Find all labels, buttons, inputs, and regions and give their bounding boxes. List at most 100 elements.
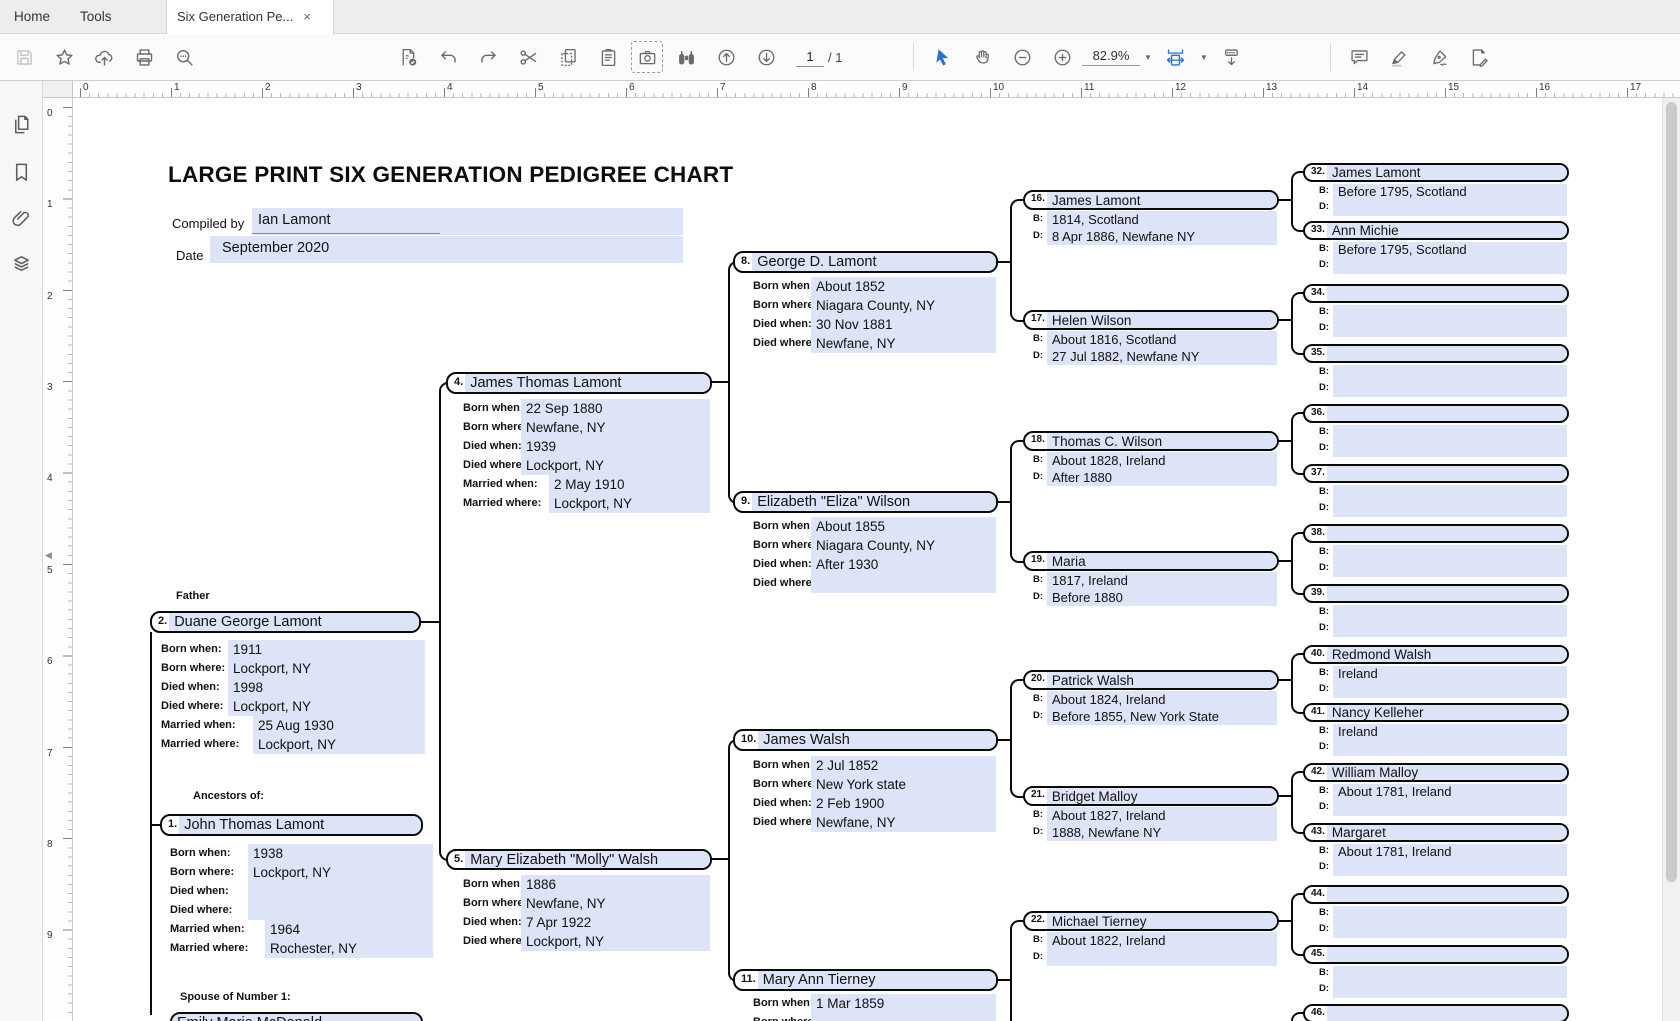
scrollbar-thumb[interactable] bbox=[1666, 102, 1677, 882]
form-field[interactable] bbox=[1333, 605, 1567, 621]
form-field[interactable] bbox=[1333, 485, 1567, 501]
copy-button[interactable] bbox=[551, 40, 585, 74]
form-field[interactable]: Lockport, NY bbox=[521, 932, 710, 951]
paste-button[interactable] bbox=[591, 40, 625, 74]
share-upload-button[interactable] bbox=[87, 40, 121, 74]
hand-tool-button[interactable] bbox=[965, 40, 999, 74]
form-field[interactable] bbox=[1333, 321, 1567, 337]
form-field[interactable]: About 1827, Ireland bbox=[1047, 807, 1277, 824]
form-field[interactable]: About 1855 bbox=[811, 517, 996, 536]
form-field[interactable]: 8 Apr 1886, Newfane NY bbox=[1047, 228, 1277, 245]
highlight-button[interactable] bbox=[1382, 40, 1416, 74]
search-icon[interactable] bbox=[167, 40, 201, 74]
layers-icon[interactable] bbox=[10, 253, 34, 277]
form-field[interactable]: About 1816, Scotland bbox=[1047, 331, 1277, 348]
form-field[interactable]: Before 1795, Scotland bbox=[1333, 242, 1567, 258]
form-field[interactable] bbox=[1333, 982, 1567, 998]
name-field[interactable]: William Malloy bbox=[1327, 765, 1567, 780]
form-field[interactable] bbox=[1047, 949, 1277, 966]
find-binoculars-button[interactable] bbox=[669, 40, 703, 74]
tab-tools[interactable]: Tools bbox=[66, 0, 126, 34]
name-field[interactable]: Nancy Kelleher bbox=[1327, 705, 1567, 720]
sign-pen-button[interactable] bbox=[1422, 40, 1456, 74]
fill-sign-button[interactable] bbox=[1462, 40, 1496, 74]
form-field[interactable]: Lockport, NY bbox=[248, 863, 433, 882]
cut-button[interactable] bbox=[511, 40, 545, 74]
form-field[interactable]: 27 Jul 1882, Newfane NY bbox=[1047, 348, 1277, 365]
page-thumbnails-icon[interactable] bbox=[10, 113, 34, 137]
name-field[interactable]: George D. Lamont bbox=[752, 253, 996, 271]
snapshot-camera-button[interactable] bbox=[631, 41, 663, 73]
form-field[interactable]: New York state bbox=[811, 775, 996, 794]
form-field[interactable] bbox=[1333, 425, 1567, 441]
name-field[interactable]: Bridget Malloy bbox=[1047, 788, 1277, 804]
name-field[interactable] bbox=[1327, 346, 1567, 361]
form-field[interactable]: 22 Sep 1880 bbox=[521, 399, 710, 418]
form-field[interactable] bbox=[1333, 305, 1567, 321]
form-field[interactable]: 7 Apr 1922 bbox=[521, 913, 710, 932]
scrolling-mode-button[interactable] bbox=[1215, 40, 1249, 74]
form-field[interactable]: 2 May 1910 bbox=[549, 475, 710, 494]
name-field[interactable]: Mary Ann Tierney bbox=[758, 971, 996, 989]
form-field[interactable] bbox=[1333, 966, 1567, 982]
name-field[interactable] bbox=[1327, 406, 1567, 421]
form-field[interactable]: About 1852 bbox=[811, 277, 996, 296]
collapse-left-icon[interactable]: ◀ bbox=[45, 550, 52, 561]
form-field[interactable]: 2 Jul 1852 bbox=[811, 756, 996, 775]
name-field[interactable]: Elizabeth "Eliza" Wilson bbox=[752, 493, 996, 511]
form-field[interactable]: Newfane, NY bbox=[521, 418, 710, 437]
form-field[interactable]: Before 1855, New York State bbox=[1047, 708, 1277, 725]
name-field[interactable]: Thomas C. Wilson bbox=[1047, 433, 1277, 449]
select-tool-button[interactable] bbox=[925, 40, 959, 74]
name-field[interactable]: James Lamont bbox=[1327, 165, 1567, 180]
fit-width-button[interactable] bbox=[1159, 40, 1193, 74]
form-field[interactable]: About 1781, Ireland bbox=[1333, 784, 1567, 800]
zoom-level-input[interactable]: 82.9% bbox=[1082, 48, 1140, 66]
form-field[interactable]: About 1828, Ireland bbox=[1047, 452, 1277, 469]
name-field[interactable] bbox=[1327, 466, 1567, 481]
form-field[interactable]: 1964 bbox=[265, 920, 433, 939]
form-field[interactable]: 1939 bbox=[521, 437, 710, 456]
name-field[interactable]: James Lamont bbox=[1047, 192, 1277, 208]
form-field[interactable]: Ireland bbox=[1333, 724, 1567, 740]
star-icon[interactable] bbox=[47, 40, 81, 74]
form-field[interactable]: Before 1880 bbox=[1047, 589, 1277, 606]
form-field[interactable]: Lockport, NY bbox=[521, 456, 710, 475]
chevron-down-icon[interactable]: ▼ bbox=[1144, 53, 1152, 62]
name-field[interactable]: Ann Michie bbox=[1327, 223, 1567, 238]
form-field[interactable] bbox=[811, 1013, 996, 1021]
form-field[interactable] bbox=[1333, 740, 1567, 756]
tab-home[interactable]: Home bbox=[0, 0, 64, 34]
form-field[interactable]: Newfane, NY bbox=[811, 334, 996, 353]
name-field[interactable] bbox=[1327, 526, 1567, 541]
form-field[interactable]: Lockport, NY bbox=[253, 735, 425, 754]
name-field[interactable]: Maria bbox=[1047, 553, 1277, 569]
name-field[interactable]: John Thomas Lamont bbox=[179, 816, 421, 834]
vertical-scrollbar[interactable] bbox=[1662, 98, 1680, 1021]
next-page-button[interactable] bbox=[749, 40, 783, 74]
zoom-in-button[interactable] bbox=[1045, 40, 1079, 74]
redo-button[interactable] bbox=[471, 40, 505, 74]
name-field[interactable]: James Thomas Lamont bbox=[465, 374, 710, 392]
chevron-down-icon[interactable]: ▼ bbox=[1200, 53, 1208, 62]
form-field[interactable] bbox=[1333, 545, 1567, 561]
page-number-input[interactable]: 1 bbox=[796, 47, 824, 67]
form-field[interactable] bbox=[1333, 621, 1567, 637]
form-field[interactable]: Lockport, NY bbox=[228, 659, 425, 678]
form-field[interactable]: Niagara County, NY bbox=[811, 536, 996, 555]
document-tab[interactable]: Six Generation Pe... × bbox=[166, 0, 334, 34]
form-field[interactable]: About 1822, Ireland bbox=[1047, 932, 1277, 949]
form-field[interactable]: 1 Mar 1859 bbox=[811, 994, 996, 1013]
form-field[interactable]: Ireland bbox=[1333, 666, 1567, 682]
name-field[interactable]: Michael Tierney bbox=[1047, 913, 1277, 929]
form-field[interactable]: About 1781, Ireland bbox=[1333, 844, 1567, 860]
form-field[interactable] bbox=[1333, 561, 1567, 577]
form-field[interactable]: Newfane, NY bbox=[811, 813, 996, 832]
previous-page-button[interactable] bbox=[709, 40, 743, 74]
date-value[interactable]: September 2020 bbox=[222, 240, 329, 256]
name-field[interactable] bbox=[1327, 887, 1567, 902]
form-field[interactable]: 1814, Scotland bbox=[1047, 211, 1277, 228]
form-field[interactable]: About 1824, Ireland bbox=[1047, 691, 1277, 708]
name-field[interactable]: Mary Elizabeth "Molly" Walsh bbox=[465, 851, 710, 868]
form-field[interactable] bbox=[1333, 258, 1567, 274]
